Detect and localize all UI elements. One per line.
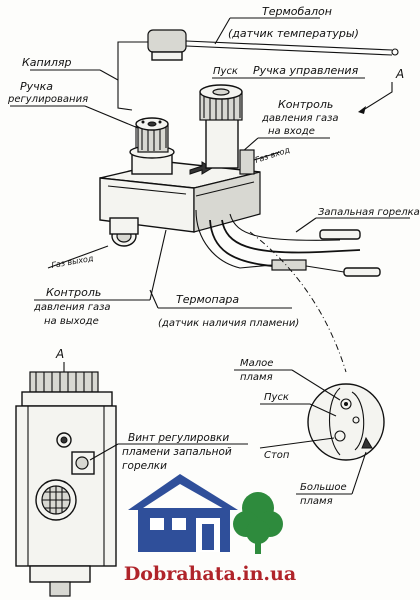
label-termoballon-sub: (датчик температуры) [228,27,359,40]
label-maloe-1: Малое [240,358,273,369]
house-door-shape [202,524,214,550]
thermo-bulb [147,17,399,61]
watermark-logo [128,474,283,554]
watermark-text: Dobrahata.in.ua [124,563,296,585]
label-maloe-2: пламя [240,372,273,383]
label-gaz-vhod: Газ вход [254,145,291,165]
valve-body [99,149,281,247]
pilot-tubes [195,209,381,277]
label-kontrol-in-3: на входе [268,126,315,137]
label-kontrol-out-1: Контроль [46,286,101,299]
label-pusk-top: Пуск [213,66,238,77]
capillary-tube [117,41,148,111]
knob-dial [307,383,385,461]
house-roof-shape [128,474,238,510]
label-stop: Стоп [264,450,290,461]
label-view-a-top: А [395,67,404,81]
label-termopara: Термопара [176,293,239,306]
label-termopara-sub: (датчик наличия пламени) [158,318,299,329]
label-pusk-dial: Пуск [264,392,289,403]
label-kontrol-out-3: на выходе [44,316,99,327]
regulating-knob [129,117,175,175]
tree-icon [233,492,283,554]
dial-stop-mark [334,430,346,442]
label-ruchka-2: регулирования [7,94,88,105]
label-vint-2: пламени запальной [122,446,232,458]
label-bolshoe-2: пламя [300,496,333,507]
label-ruchka-1: Ручка [20,80,53,93]
label-zapalnaya: Запальная горелка [318,207,420,218]
valve-side-view [15,362,117,597]
label-kontrol-in-2: давления газа [261,113,339,124]
label-vint-1: Винт регулировки [128,432,229,444]
label-view-a-bottom: А [55,347,64,361]
label-vint-3: горелки [122,460,167,472]
control-knob [199,84,243,169]
dial-small-flame-mark [340,398,352,410]
label-kontrol-in-1: Контроль [278,98,333,111]
dial-large-flame-mark [361,436,373,449]
label-gaz-vyhod: Газ выход [51,254,95,270]
label-kapilyar: Капиляр [22,56,72,69]
label-ruchka-upravleniya: Ручка управления [253,64,359,77]
label-termoballon: Термобалон [262,5,332,18]
label-kontrol-out-2: давления газа [33,302,111,313]
label-bolshoe-1: Большое [300,482,347,493]
